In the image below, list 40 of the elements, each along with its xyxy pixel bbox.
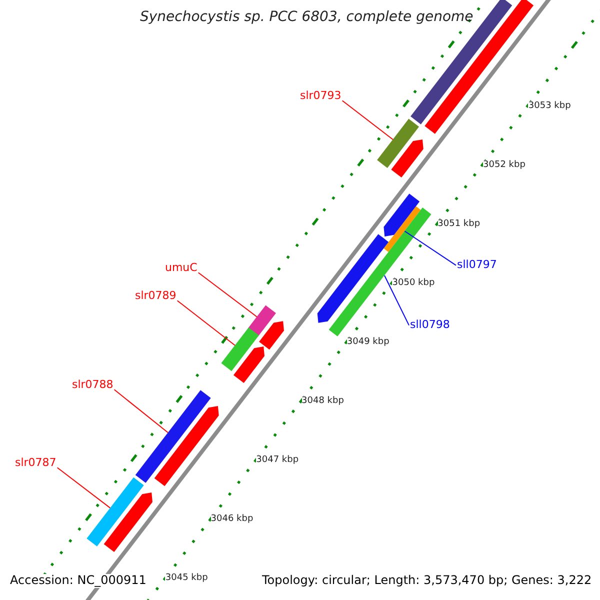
gene-label: slr0788 (72, 379, 114, 392)
leader-line (342, 100, 394, 140)
scale-label: 3047 kbp (256, 455, 299, 466)
gene-label: slr0789 (135, 290, 176, 303)
scale-label: 3053 kbp (528, 100, 571, 112)
gene-bar (86, 477, 144, 546)
scale-label: 3050 kbp (392, 278, 435, 288)
scale-label: 3052 kbp (483, 160, 526, 170)
gene-label: umuC (165, 262, 198, 275)
gene-label: sll0797 (457, 259, 497, 272)
gene-label: slr0793 (300, 90, 342, 103)
gene-arrow-shape (233, 346, 264, 383)
leader-line (384, 275, 410, 326)
leader-line (114, 389, 168, 434)
accession-text: Accession: NC_000911 (10, 574, 146, 588)
gene-arrow-shape (154, 406, 219, 486)
leader-line (176, 300, 236, 346)
gene-label: sll0798 (410, 319, 450, 332)
gene-bar (410, 0, 512, 124)
gene-arrow-shape (104, 492, 152, 552)
scale-label: 3048 kbp (302, 396, 344, 406)
gene-arrow-shape (317, 234, 389, 323)
genome-info-text: Topology: circular; Length: 3,573,470 bp; Genes: 3,222 (262, 574, 592, 588)
gene-arrow-shape (259, 321, 284, 350)
gene-arrow-shape (391, 139, 424, 178)
leader-line (404, 230, 456, 266)
gene-bar (135, 390, 211, 483)
gene-bar (221, 327, 259, 372)
gene-arrow-shape (384, 194, 420, 236)
gene-bar (384, 206, 421, 252)
leader-line (56, 467, 111, 508)
leader-line (198, 272, 258, 318)
scale-label: 3049 kbp (346, 337, 390, 348)
title: Synechocystis sp. PCC 6803, complete genome (140, 9, 474, 26)
scale-label: 3045 kbp (165, 573, 208, 584)
scale-label: 3046 kbp (210, 514, 254, 525)
scale-label: 3051 kbp (438, 218, 480, 230)
gene-label: slr0787 (15, 457, 56, 470)
gene-bar (248, 305, 276, 336)
gene-bar (377, 118, 420, 168)
